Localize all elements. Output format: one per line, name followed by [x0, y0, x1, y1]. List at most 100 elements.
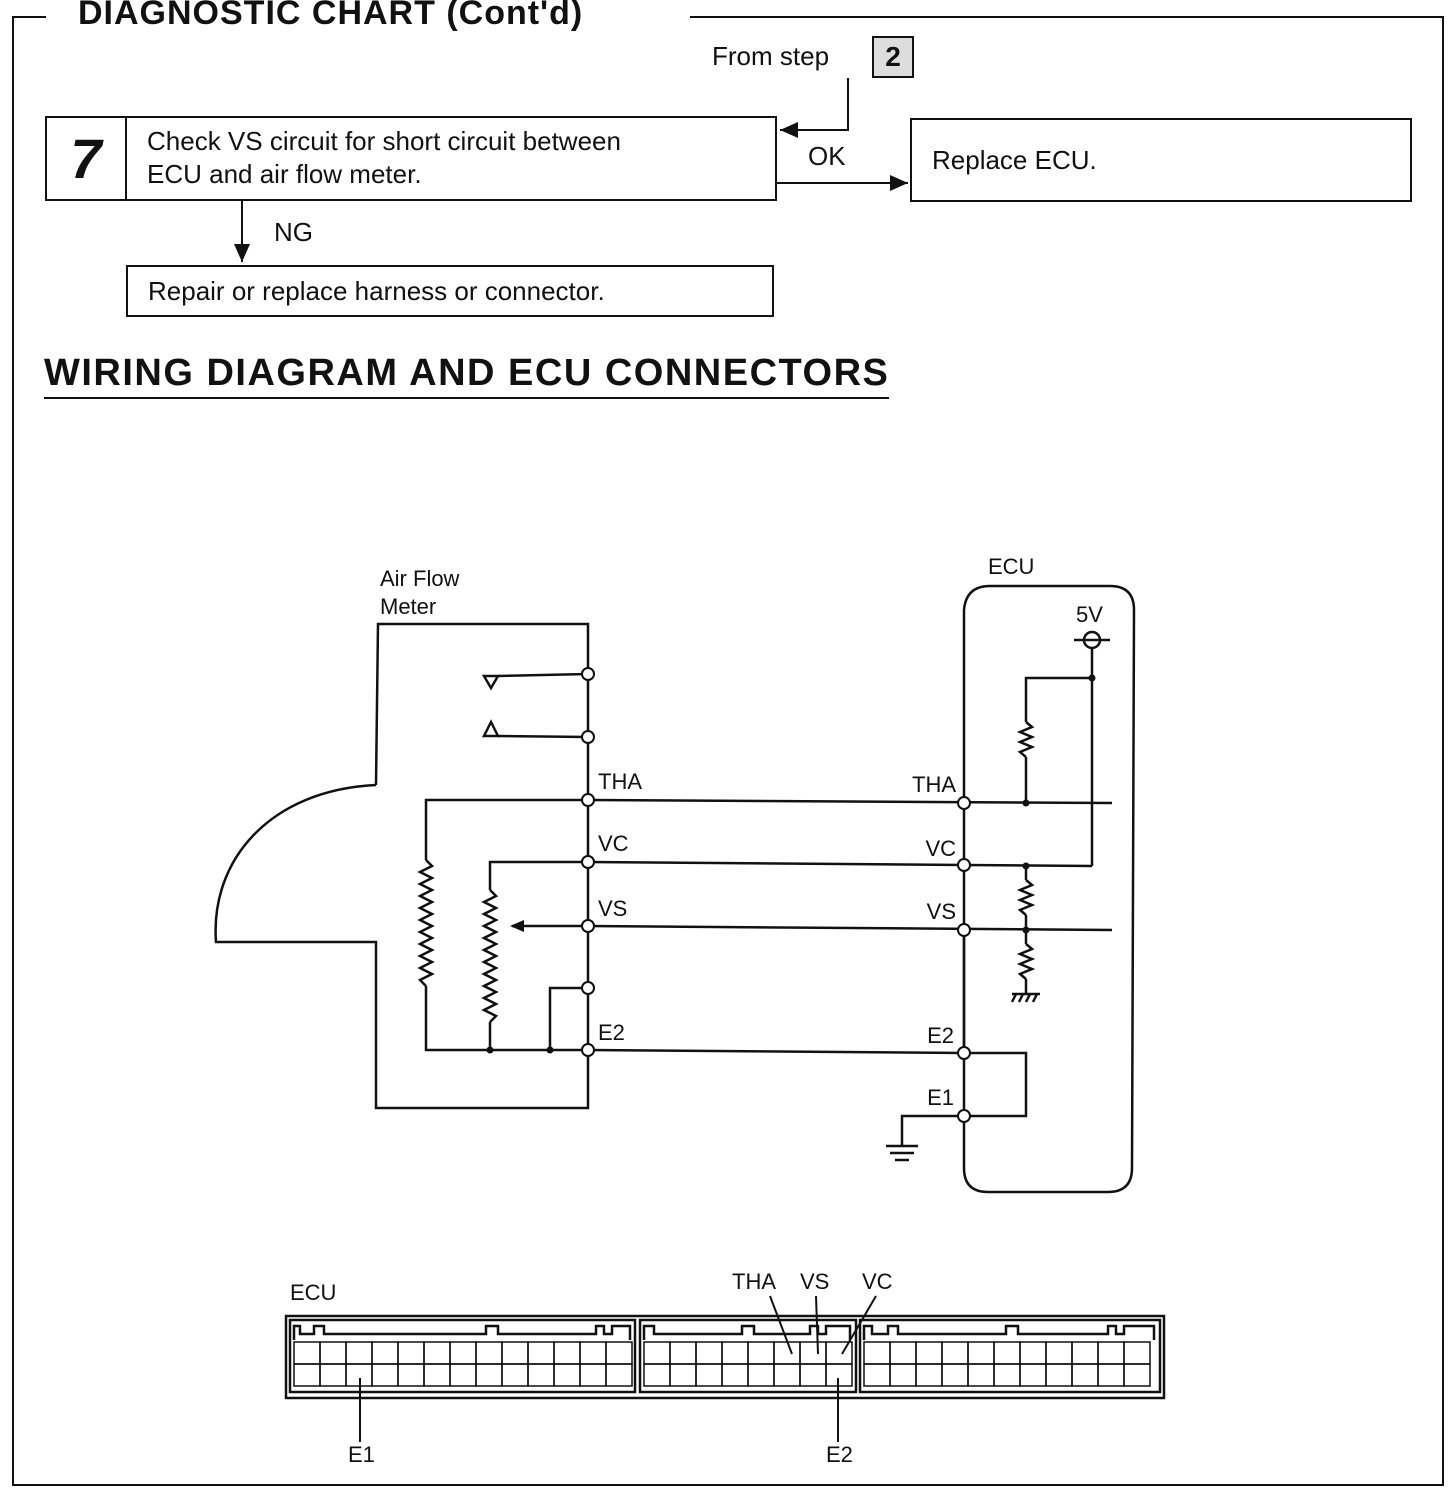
ecu-label-tha: THA	[912, 772, 956, 797]
connector-pin	[1045, 1341, 1073, 1365]
switch-open-up	[481, 719, 501, 738]
connector-pin	[371, 1363, 399, 1387]
connector-pin	[1019, 1341, 1047, 1365]
afm-term-e2	[581, 1043, 595, 1057]
supply-label: 5V	[1076, 602, 1103, 627]
connector-pin	[475, 1341, 503, 1365]
air-flow-meter-body	[214, 622, 590, 1110]
connector-pin	[501, 1363, 529, 1387]
connector-pin	[695, 1363, 723, 1387]
afm-label-vs: VS	[598, 896, 627, 921]
afm-label-line2: Meter	[380, 594, 436, 619]
connector-pin	[967, 1341, 995, 1365]
connector-pin	[527, 1341, 555, 1365]
flow-arrows	[234, 78, 908, 262]
connector-pin	[449, 1341, 477, 1365]
connector-pin	[993, 1363, 1021, 1387]
ng-result-text: Repair or replace harness or connector.	[148, 276, 605, 306]
connector-pin	[345, 1341, 373, 1365]
connector-pin	[941, 1363, 969, 1387]
afm-term-e	[581, 981, 595, 995]
connector-pin	[397, 1341, 425, 1365]
frame-top-right	[690, 16, 1444, 18]
connector-ecu-label: ECU	[290, 1280, 336, 1305]
page-title: DIAGNOSTIC CHART (Cont'd)	[72, 0, 590, 33]
connector-pin	[1071, 1341, 1099, 1365]
connector-pin	[747, 1363, 775, 1387]
wire-e2	[587, 1048, 965, 1055]
connector-label-vs: VS	[800, 1269, 829, 1294]
connector-pin	[915, 1341, 943, 1365]
connector-pin	[1071, 1363, 1099, 1387]
connector-pin	[773, 1363, 801, 1387]
step-7-box: 7 Check VS circuit for short circuit bet…	[45, 116, 777, 201]
connector-label-e1: E1	[348, 1442, 375, 1467]
connector-pin	[721, 1363, 749, 1387]
step-text-line2: ECU and air flow meter.	[147, 159, 422, 189]
connector-pin	[449, 1363, 477, 1387]
frame-right	[1442, 16, 1444, 1486]
ecu-term-vc	[957, 858, 971, 872]
connector-pin	[1019, 1363, 1047, 1387]
afm-term-2	[581, 730, 595, 744]
connector-pin	[397, 1363, 425, 1387]
connector-pin	[643, 1363, 671, 1387]
connector-label-tha: THA	[732, 1269, 776, 1294]
afm-label-vc: VC	[598, 831, 629, 856]
ng-label: NG	[274, 217, 313, 247]
ecu-label-e2: E2	[927, 1023, 954, 1048]
afm-term-vs	[581, 919, 595, 933]
connector-pin	[915, 1363, 943, 1387]
ecu-label: ECU	[988, 554, 1034, 579]
connector-pin	[747, 1341, 775, 1365]
switch-open-down	[481, 674, 501, 691]
connector-pin	[669, 1363, 697, 1387]
ok-result-box: Replace ECU.	[910, 118, 1412, 202]
connector-pin	[553, 1341, 581, 1365]
connector-pin	[889, 1363, 917, 1387]
section-title: WIRING DIAGRAM AND ECU CONNECTORS	[44, 352, 890, 399]
connector-pin	[527, 1363, 555, 1387]
connector-pin	[695, 1341, 723, 1365]
ok-label: OK	[808, 141, 846, 171]
connector-pin	[643, 1341, 671, 1365]
ecu-label-vc: VC	[925, 836, 956, 861]
ecu-body	[962, 584, 1136, 1194]
connector-pin	[579, 1341, 607, 1365]
ecu-label-vs: VS	[927, 899, 956, 924]
connector-label-vc: VC	[862, 1269, 893, 1294]
ecu-term-e1	[957, 1109, 971, 1123]
connector-pin	[293, 1363, 321, 1387]
frame-top-left	[12, 16, 46, 18]
ng-result-box: Repair or replace harness or connector.	[126, 265, 774, 317]
step-text-line1: Check VS circuit for short circuit betwe…	[147, 126, 621, 156]
connector-pin	[721, 1341, 749, 1365]
connector-pin	[941, 1341, 969, 1365]
connector-pin	[605, 1341, 633, 1365]
connector-pin	[773, 1341, 801, 1365]
connector-pin	[423, 1341, 451, 1365]
connector-pin	[1123, 1363, 1151, 1387]
connector-pin	[501, 1341, 529, 1365]
step-number: 7	[47, 118, 127, 199]
connector-pin	[605, 1363, 633, 1387]
connector-pin	[553, 1363, 581, 1387]
potentiometer	[481, 889, 499, 1023]
ecu-term-vs	[957, 923, 971, 937]
frame-bottom	[12, 1484, 1444, 1486]
from-step-arrow	[780, 78, 849, 138]
afm-term-1	[581, 667, 595, 681]
connector-pin	[293, 1341, 321, 1365]
connector-pin	[579, 1363, 607, 1387]
connector-pin	[799, 1341, 827, 1365]
afm-label-e2: E2	[598, 1020, 625, 1045]
connector-pin	[1097, 1363, 1125, 1387]
connector-label-e2: E2	[826, 1442, 853, 1467]
thermistor	[417, 859, 435, 987]
connector-pin	[863, 1363, 891, 1387]
connector-pin	[993, 1341, 1021, 1365]
connector-pin	[1097, 1341, 1125, 1365]
connector-pin	[669, 1341, 697, 1365]
frame-left	[12, 16, 14, 1486]
